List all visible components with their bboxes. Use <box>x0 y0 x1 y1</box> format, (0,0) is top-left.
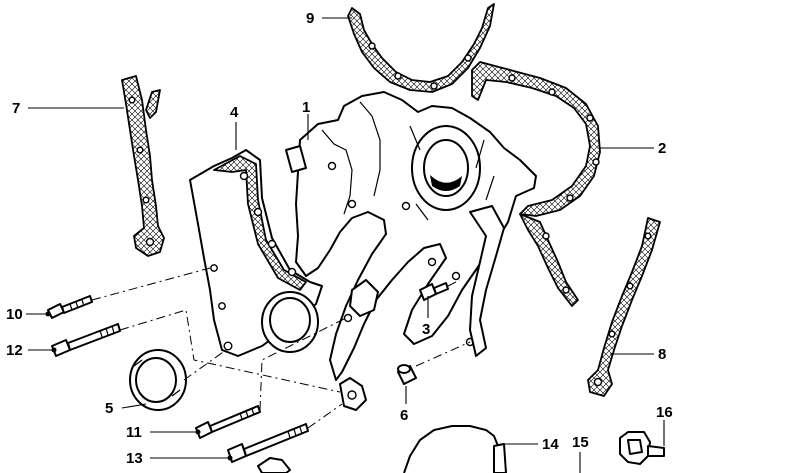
svg-text:12: 12 <box>6 342 23 359</box>
gasket-timing-case-right <box>471 61 601 307</box>
sensor-cable <box>403 425 507 473</box>
callout-13: 13 <box>126 450 233 467</box>
bolt-10 <box>47 295 93 319</box>
holder-clip <box>257 457 291 473</box>
callout-4: 4 <box>230 104 239 150</box>
bolt-11 <box>195 405 261 439</box>
svg-text:2: 2 <box>658 140 666 157</box>
callout-10: 10 <box>6 306 51 323</box>
svg-text:1: 1 <box>302 99 310 116</box>
callout-7: 7 <box>12 100 124 117</box>
cable-clamp <box>619 431 665 465</box>
gasket-strip-right <box>587 217 661 397</box>
callout-3: 3 <box>422 296 430 338</box>
callout-14: 14 <box>500 436 559 453</box>
dowel-sleeve <box>397 364 417 385</box>
callout-9: 9 <box>306 10 352 27</box>
timing-case-lower-leg <box>339 279 379 411</box>
callout-15: 15 <box>572 434 589 473</box>
svg-text:15: 15 <box>572 434 589 451</box>
callout-6: 6 <box>400 386 408 424</box>
svg-text:16: 16 <box>656 404 673 421</box>
bolt-13 <box>227 423 309 463</box>
bolt-12 <box>51 323 121 357</box>
radial-oil-seal-large <box>261 291 319 353</box>
callout-5: 5 <box>105 400 147 417</box>
callout-12: 12 <box>6 342 57 359</box>
callout-1: 1 <box>302 99 310 140</box>
callout-2: 2 <box>600 140 666 157</box>
svg-text:7: 7 <box>12 100 20 117</box>
svg-text:10: 10 <box>6 306 23 323</box>
callout-8: 8 <box>610 346 666 363</box>
upper-timing-case <box>285 91 537 381</box>
callout-11: 11 <box>126 424 201 441</box>
gasket-strip-left <box>121 75 165 257</box>
svg-text:4: 4 <box>230 104 239 121</box>
callout-16: 16 <box>656 404 673 446</box>
svg-text:6: 6 <box>400 407 408 424</box>
bolt-3 <box>419 282 449 301</box>
svg-text:14: 14 <box>542 436 559 453</box>
gasket-upper-timing-cover <box>347 3 495 93</box>
svg-text:9: 9 <box>306 10 314 27</box>
svg-text:13: 13 <box>126 450 143 467</box>
assembly-centerlines <box>91 267 471 429</box>
svg-text:5: 5 <box>105 400 113 417</box>
svg-text:8: 8 <box>658 346 666 363</box>
svg-text:11: 11 <box>126 424 142 441</box>
svg-text:3: 3 <box>422 321 430 338</box>
radial-oil-seal-small <box>129 349 187 411</box>
